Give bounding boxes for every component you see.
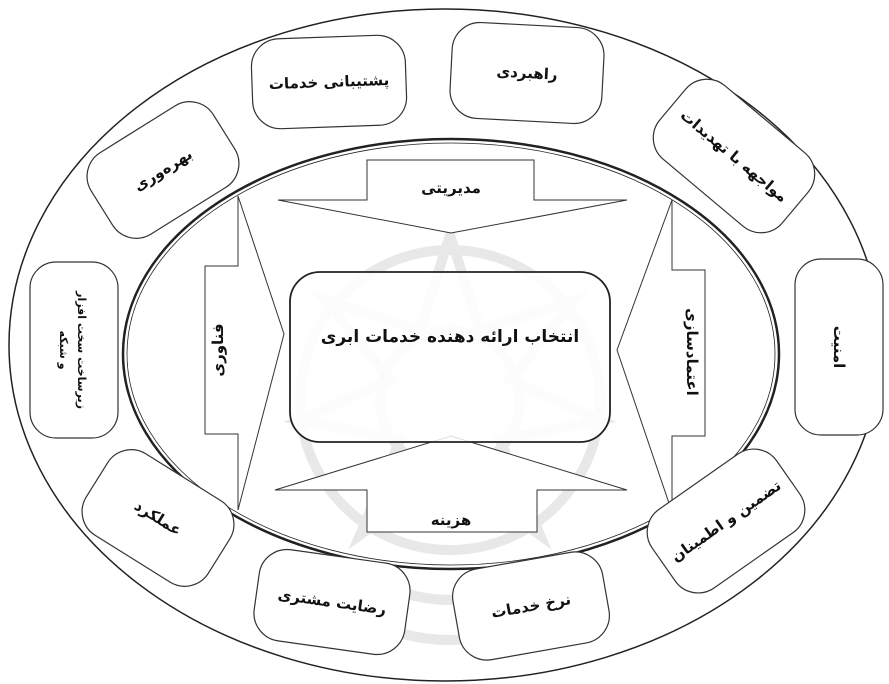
- outer-box-infrastructure-label-1: زیرساخت سخت افزار: [75, 290, 88, 409]
- arrow-cost: هزینه: [275, 436, 627, 532]
- outer-box-infrastructure-label-2: و شبکه: [57, 330, 70, 369]
- arrow-management: مدیریتی: [278, 160, 627, 233]
- outer-box-service-rates: نرخ خدمات: [448, 548, 614, 665]
- outer-box-performance: عملکرد: [72, 439, 245, 597]
- outer-box-customer-satisfaction: رضایت مشتری: [250, 546, 413, 658]
- outer-box-infrastructure: زیرساخت سخت افزار و شبکه: [30, 262, 118, 438]
- center-label: انتخاب ارائه دهنده خدمات ابری: [321, 327, 579, 347]
- arrow-technology: فناوری: [205, 196, 284, 510]
- outer-box-strategic-label: راهبردی: [496, 62, 558, 83]
- arrow-trust-building: اعتمادسازی: [617, 200, 705, 512]
- outer-box-security: امنیت: [795, 259, 883, 435]
- arrow-cost-label: هزینه: [431, 511, 472, 529]
- outer-box-strategic: راهبردی: [449, 21, 606, 125]
- arrow-management-label: مدیریتی: [421, 179, 481, 197]
- arrow-trust-building-label: اعتمادسازی: [683, 308, 701, 396]
- outer-box-productivity: بهره‌وری: [77, 91, 250, 249]
- outer-box-service-support: پشتیبانی خدمات: [250, 34, 407, 129]
- outer-box-security-label: امنیت: [830, 326, 848, 369]
- arrow-technology-label: فناوری: [209, 323, 227, 376]
- center-box: انتخاب ارائه دهنده خدمات ابری: [290, 272, 610, 442]
